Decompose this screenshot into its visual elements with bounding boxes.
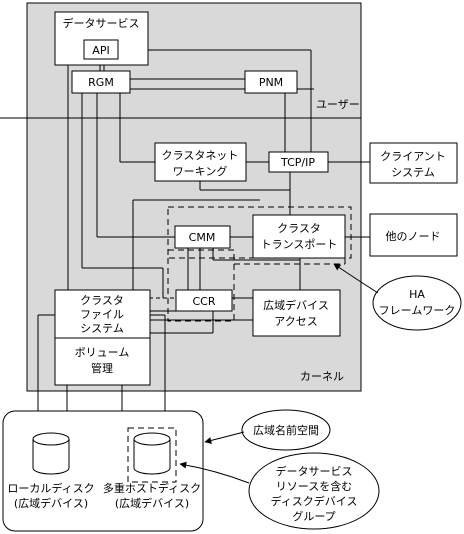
cluster-networking-label-line2: ワーキング bbox=[173, 164, 228, 178]
ha-framework-label-line2: フレームワーク bbox=[379, 304, 456, 317]
cluster-transport-box bbox=[252, 214, 346, 259]
disk-device-group-arrow bbox=[179, 461, 250, 484]
rgm-box bbox=[71, 70, 131, 94]
volume-management-box bbox=[54, 337, 151, 386]
api-box bbox=[83, 39, 119, 60]
tcpip-box bbox=[268, 151, 329, 173]
data-services-label: データサービス bbox=[63, 16, 140, 30]
global-namespace-ellipse bbox=[241, 409, 331, 451]
other-nodes-label: 他のノード bbox=[386, 230, 441, 243]
disk-device-group-label-line2: リソースを含む bbox=[276, 479, 352, 493]
volume-management-label-line1: ボリューム bbox=[75, 346, 130, 359]
kernel-label: カーネル bbox=[300, 370, 344, 383]
cluster-networking-box bbox=[154, 142, 247, 182]
other-nodes-box bbox=[369, 213, 458, 257]
cmm-box bbox=[174, 225, 231, 249]
disk-device-group-label-line4: グループ bbox=[292, 509, 335, 523]
cluster-networking-label-line1: クラスタネット bbox=[162, 149, 239, 162]
multihost-disk-label-line2: (広域デバイス) bbox=[115, 496, 189, 510]
client-systems-label-line2: システム bbox=[391, 166, 435, 179]
disk-device-group-region bbox=[127, 427, 177, 483]
client-systems-label-line1: クライアント bbox=[380, 150, 446, 163]
pnm-box bbox=[244, 70, 298, 94]
client-systems-box bbox=[369, 142, 458, 184]
global-namespace-label: 広域名前空間 bbox=[253, 423, 319, 437]
tcpip-label: TCP/IP bbox=[280, 156, 315, 169]
cluster-transport-label-line1: クラスタ bbox=[277, 222, 321, 235]
cluster-file-system-box bbox=[54, 289, 151, 339]
rgm-label: RGM bbox=[88, 76, 114, 89]
disk-device-group-ellipse bbox=[248, 452, 380, 530]
ha-framework-label-line1: HA bbox=[409, 288, 425, 301]
ccr-box bbox=[175, 289, 233, 312]
user-space-label: ユーザー bbox=[316, 98, 360, 111]
global-namespace-region bbox=[2, 410, 204, 532]
global-namespace-arrow bbox=[204, 431, 245, 444]
cluster-transport-label-line2: トランスポート bbox=[261, 238, 338, 251]
global-device-access-box bbox=[252, 289, 341, 337]
disk-device-group-label-line3: ディスクデバイス bbox=[271, 494, 358, 508]
pnm-label: PNM bbox=[259, 76, 283, 89]
ha-framework-region-lower bbox=[167, 249, 235, 322]
global-device-access-label-line2: アクセス bbox=[274, 315, 317, 328]
volume-management-label-line2: 管理 bbox=[91, 361, 113, 375]
cluster-file-system-label-line3: システム bbox=[80, 322, 124, 335]
ha-framework-ellipse bbox=[372, 275, 462, 331]
multihost-disk-icon bbox=[133, 432, 171, 475]
ccr-label: CCR bbox=[192, 295, 215, 308]
api-label: API bbox=[92, 44, 109, 57]
cluster-file-system-label-line1: クラスタ bbox=[80, 294, 124, 307]
local-disk-label-line1: ローカルディスク bbox=[7, 481, 94, 495]
ha-framework-arrow bbox=[333, 263, 379, 294]
global-device-access-label-line1: 広域デバイス bbox=[263, 298, 329, 312]
cluster-file-system-label-line2: ファイル bbox=[80, 308, 124, 321]
disk-device-group-label-line1: データサービス bbox=[276, 464, 353, 478]
local-disk-label-line2: (広域デバイス) bbox=[14, 496, 88, 510]
cmm-label: CMM bbox=[189, 231, 216, 244]
multihost-disk-label-line1: 多重ホストディスク bbox=[103, 481, 201, 495]
local-disk-icon bbox=[32, 432, 70, 475]
